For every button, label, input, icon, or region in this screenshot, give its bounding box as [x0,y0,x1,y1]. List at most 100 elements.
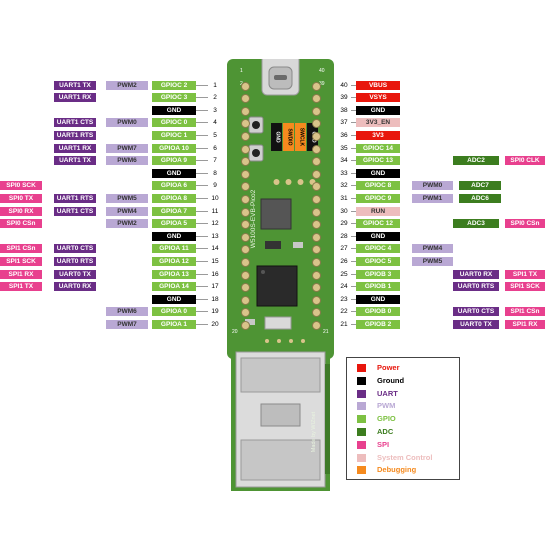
pin-number-18: 18 [211,295,219,303]
pin-label-39: VSYS [356,93,400,103]
pin-number-29: 29 [340,220,348,228]
debug-gnd-1 [271,123,282,151]
pin-number-26: 26 [340,257,348,265]
pin-label-2: GPIOC 3 [152,93,196,103]
alt-function-label: SPI1 RX [505,319,545,329]
pin-number-27: 27 [340,245,348,253]
pin-connector [196,134,208,136]
alt-function-label: UART0 RTS [54,256,96,266]
alt-function-label: PWM5 [412,256,453,266]
legend-item-spi: SPI [357,440,457,450]
alt-function-label: UART1 RTS [54,130,96,140]
pin-pad-left [241,283,250,293]
alt-function-label: PWM6 [106,307,148,317]
pin-connector [351,286,356,288]
legend-swatch [357,389,366,398]
alt-function-label: PWM2 [106,219,148,229]
pin-number-34: 34 [340,157,348,165]
pin-number-9: 9 [213,182,217,190]
pin-number-11: 11 [211,207,219,215]
pin-pad-left [241,257,250,267]
legend-swatch [357,364,366,372]
pin-label-14: GPIOA 11 [152,244,196,254]
alt-connector [400,248,412,250]
pin-label-32: GPIOC 8 [356,181,400,191]
pin-label-19: GPIOA 0 [152,307,196,317]
pin-pad-left [241,81,250,91]
pin-label-40: VBUS [356,80,400,90]
legend-item-adc: ADC [357,427,457,437]
alt-function-label: PWM6 [106,156,148,166]
pin-pad-right [312,232,321,242]
legend-swatch [357,453,366,462]
pin-label-23: GND [356,294,400,304]
pin-label-6: GPIOA 10 [152,143,196,153]
pin-connector [351,160,356,162]
legend-swatch [357,415,366,424]
pin-number-6: 6 [213,144,217,152]
alt-connector [96,97,152,99]
pin-connector [196,160,208,162]
board-image: GND SWDIO SWCLK GND W5100S-EVB-Pico2 1 2… [227,54,334,359]
pin-label-31: GPIOC 9 [356,193,400,203]
pin-number-8: 8 [213,169,217,177]
pin-connector [196,147,208,149]
alt-function-label: SPI0 RX [0,206,42,216]
alt-connector [400,260,412,262]
pin-label-20: GPIOA 1 [152,319,196,329]
pin-connector [351,109,356,111]
alt-function-label: PWM1 [412,193,453,203]
alt-function-label: SPI1 TX [505,269,545,279]
debug-label-gnd-1: GND [275,131,281,143]
pin-label-27: GPIOC 4 [356,244,400,254]
pin-number-3: 3 [213,106,217,114]
pin-pad-left [241,245,250,255]
board-svg: GND SWDIO SWCLK GND W5100S-EVB-Pico2 1 2… [227,54,334,359]
pin-connector [351,260,356,262]
pin-label-33: GND [356,168,400,178]
alt-function-label: SPI1 CSn [505,307,545,317]
pin-number-37: 37 [340,119,348,127]
pin-label-21: GPIOB 2 [356,319,400,329]
pin-pad-right [312,94,321,104]
pin-label-29: GPIOC 12 [356,219,400,229]
pin-pad-right [312,81,321,91]
corner-label-40: 40 [319,68,325,74]
pin-pad-right [312,157,321,167]
pin-label-35: GPIOC 14 [356,143,400,153]
pin-connector [351,223,356,225]
alt-function-label: UART1 TX [54,156,96,166]
pin-pad-left [241,119,250,129]
corner-label-20: 20 [232,329,238,335]
pin-number-17: 17 [211,283,219,291]
alt-function-label: SPI0 SCK [0,181,42,191]
alt-function-label: SPI1 SCK [0,256,42,266]
pin-connector [196,185,208,187]
legend-item-power: Power [357,363,457,373]
alt-function-label: SPI0 CSn [0,219,42,229]
alt-function-label: PWM7 [106,319,148,329]
pin-connector [196,84,208,86]
pin-label-15: GPIOA 12 [152,256,196,266]
pin-number-16: 16 [211,270,219,278]
pin-number-25: 25 [340,270,348,278]
pin-pad-right [312,308,321,318]
pin-number-19: 19 [211,308,219,316]
pin-connector [196,311,208,313]
pin-number-39: 39 [340,94,348,102]
alt-function-label: PWM0 [412,181,453,191]
alt-function-label: UART1 RTS [54,193,96,203]
legend-item-uart: UART [357,389,457,399]
pin-connector [351,273,356,275]
pin-pad-left [241,232,250,242]
pin-pad-left [241,106,250,116]
pin-pad-left [241,270,250,280]
pin-pad-left [241,94,250,104]
legend-item-ground: Ground [357,376,457,386]
pin-number-30: 30 [340,207,348,215]
pin-number-12: 12 [211,220,219,228]
alt-function-label: PWM2 [106,80,148,90]
pin-connector [351,210,356,212]
pin-number-35: 35 [340,144,348,152]
alt-function-label: ADC3 [453,219,499,229]
